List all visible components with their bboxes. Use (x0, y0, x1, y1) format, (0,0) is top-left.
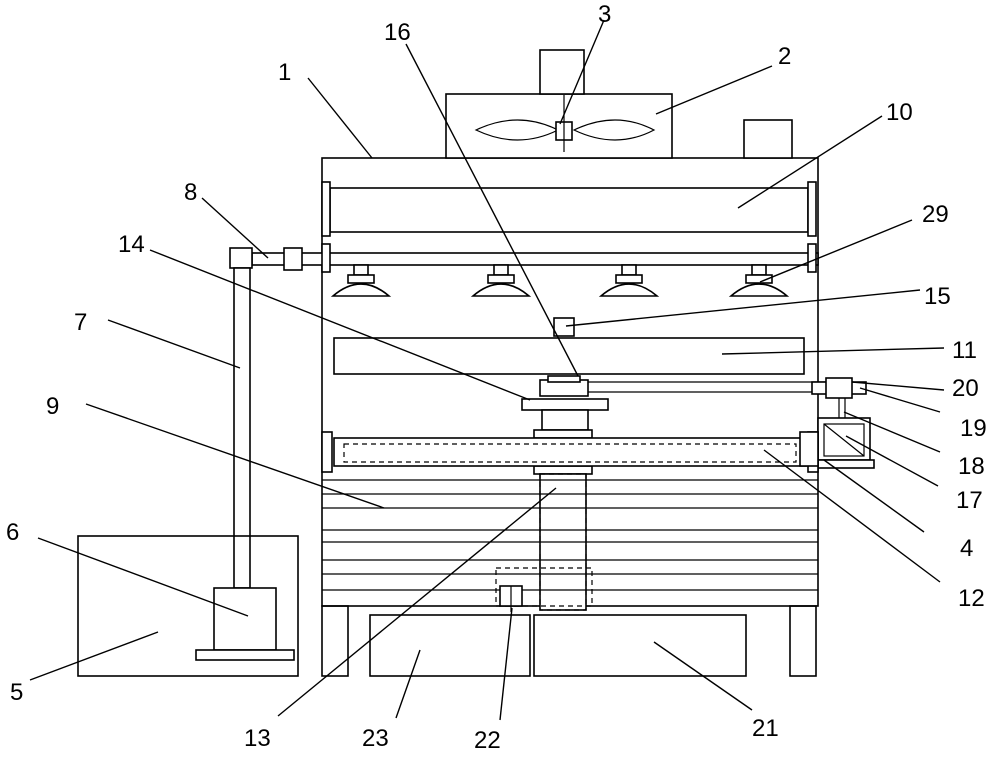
label-6: 6 (6, 519, 19, 546)
guide-plate (333, 337, 805, 375)
label-11: 11 (952, 337, 977, 364)
label-18: 18 (958, 453, 985, 480)
sensor (553, 317, 575, 337)
water-pump (195, 587, 295, 661)
label-7: 7 (74, 309, 87, 336)
water-tank (77, 535, 299, 677)
label-9: 9 (46, 393, 59, 420)
spray-nozzles (330, 264, 790, 297)
supply-pipe (233, 267, 251, 589)
cooling-plates (322, 479, 818, 591)
bearing-block (799, 431, 819, 467)
label-17: 17 (956, 487, 983, 514)
label-22: 22 (474, 727, 501, 754)
label-16: 16 (384, 19, 411, 46)
label-5: 5 (10, 679, 23, 706)
belt-drive (521, 375, 867, 431)
label-29: 29 (922, 201, 949, 228)
label-19: 19 (960, 415, 987, 442)
collection-tray-right (533, 614, 747, 677)
label-2: 2 (778, 43, 791, 70)
callout-labels: 1 2 3 16 10 8 29 14 15 7 11 20 9 19 18 1… (6, 1, 987, 754)
label-8: 8 (184, 179, 197, 206)
label-3: 3 (598, 1, 611, 28)
label-12: 12 (958, 585, 985, 612)
collection-tray-left (369, 614, 531, 677)
fan-motor (539, 49, 585, 95)
label-13: 13 (244, 725, 271, 752)
support-legs (321, 605, 817, 677)
label-14: 14 (118, 231, 145, 258)
label-20: 20 (952, 375, 979, 402)
label-10: 10 (886, 99, 913, 126)
label-21: 21 (752, 715, 779, 742)
filler-layer (321, 181, 817, 237)
label-15: 15 (924, 283, 951, 310)
label-23: 23 (362, 725, 389, 752)
label-1: 1 (278, 59, 291, 86)
spray-pipe (229, 243, 819, 273)
fan-housing (445, 93, 673, 159)
drain-valve (495, 567, 593, 612)
leader-lines (29, 19, 945, 721)
rotating-disc (321, 431, 819, 473)
top-side-box (743, 119, 793, 159)
label-4: 4 (960, 535, 973, 562)
drive-motor (817, 398, 875, 469)
